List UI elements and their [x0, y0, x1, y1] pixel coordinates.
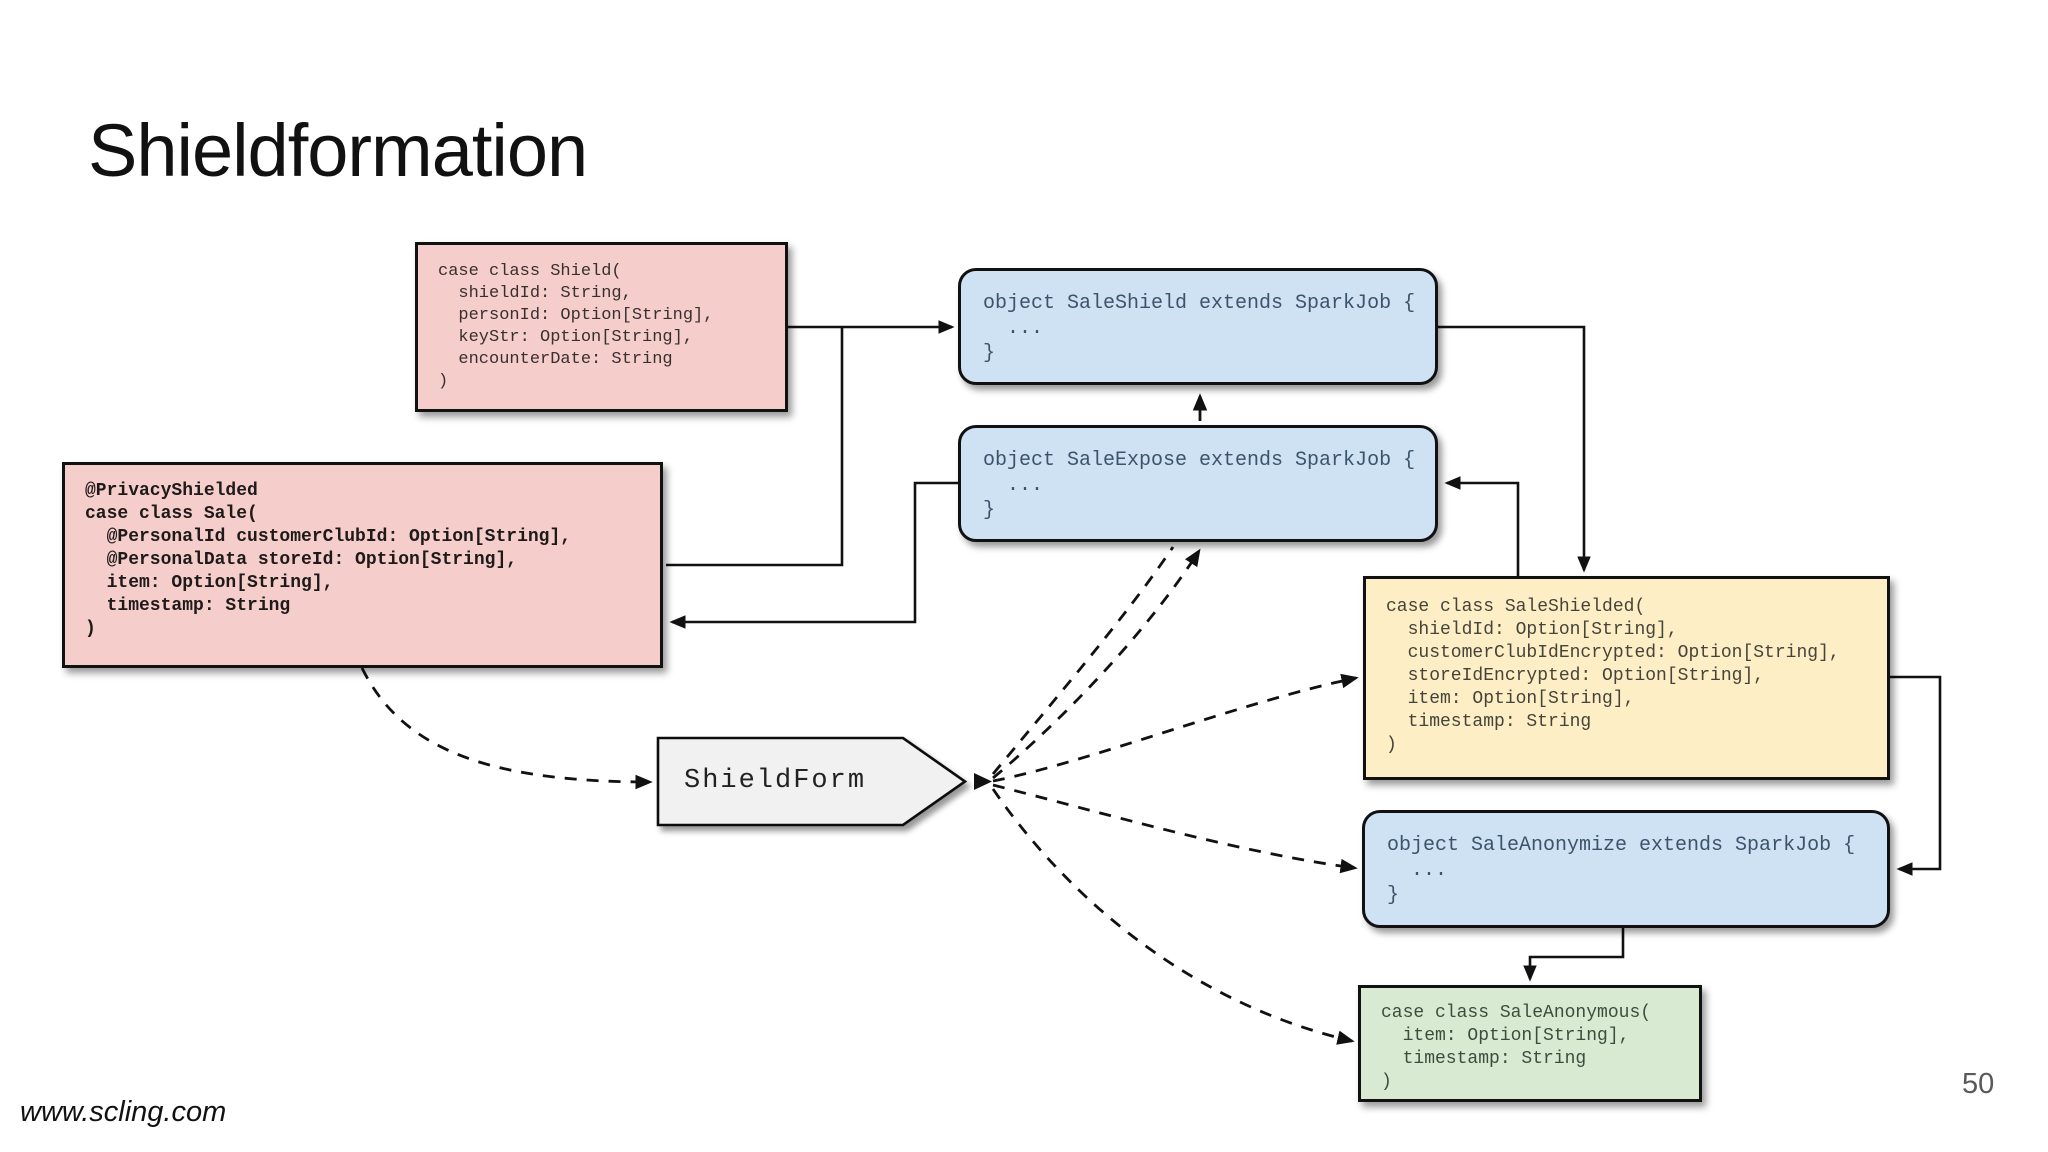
code-line: ...	[983, 317, 1044, 340]
code-line: timestamp: String	[1381, 1049, 1587, 1069]
code-line: case class SaleAnonymous(	[1381, 1003, 1652, 1023]
dashed-shieldform-to-saleexpose	[992, 548, 1201, 780]
shieldform-shape	[656, 736, 968, 827]
saleexpose-sparkjob-box: object SaleExpose extends SparkJob { ...…	[958, 425, 1438, 542]
code-line: }	[983, 499, 996, 522]
code-line: )	[1381, 1072, 1392, 1092]
code-line: }	[983, 342, 996, 365]
line-sale-to-junction	[666, 327, 844, 567]
code-line: @PrivacyShielded	[85, 481, 258, 501]
arrow-saleanonymize-to-saleanonymous	[1523, 928, 1625, 982]
code-line: timestamp: String	[85, 596, 291, 616]
code-line: @PersonalData storeId: Option[String],	[85, 550, 518, 570]
arrow-saleshielded-to-saleanonymize	[1890, 675, 1942, 876]
saleanonymize-sparkjob-box: object SaleAnonymize extends SparkJob { …	[1362, 810, 1890, 928]
code-line: object SaleShield extends SparkJob {	[983, 292, 1416, 315]
slide-page-number: 50	[1962, 1068, 1995, 1100]
code-line: case class SaleShielded(	[1386, 597, 1646, 617]
code-line: encounterDate: String	[438, 350, 673, 369]
saleshielded-case-class-box: case class SaleShielded( shieldId: Optio…	[1363, 576, 1890, 780]
dashed-shieldform-to-saleanonymous	[991, 788, 1355, 1045]
saleshield-sparkjob-box: object SaleShield extends SparkJob { ...…	[958, 268, 1438, 385]
shield-case-class-box: case class Shield( shieldId: String, per…	[415, 242, 788, 412]
arrow-saleexpose-to-sale	[669, 481, 958, 629]
code-line: keyStr: Option[String],	[438, 328, 694, 347]
code-line: item: Option[String],	[1381, 1026, 1630, 1046]
dashed-sale-to-shieldform	[360, 667, 653, 790]
code-line: storeIdEncrypted: Option[String],	[1386, 666, 1765, 686]
code-line: case class Shield(	[438, 262, 622, 281]
code-line: shieldId: Option[String],	[1386, 620, 1678, 640]
code-line: object SaleAnonymize extends SparkJob {	[1387, 834, 1856, 857]
dashed-shieldform-to-saleshielded	[992, 673, 1359, 783]
arrow-saleshield-to-saleshielded	[1438, 325, 1591, 573]
code-line: item: Option[String],	[85, 573, 334, 593]
shieldform-label: ShieldForm	[684, 766, 867, 796]
code-line: )	[85, 619, 96, 639]
code-line: item: Option[String],	[1386, 689, 1635, 709]
code-line: customerClubIdEncrypted: Option[String],	[1386, 643, 1840, 663]
code-line: )	[438, 372, 449, 391]
code-line: object SaleExpose extends SparkJob {	[983, 449, 1416, 472]
code-line: )	[1386, 735, 1397, 755]
sale-case-class-box: @PrivacyShielded case class Sale( @Person…	[62, 462, 663, 668]
slide-title: Shieldformation	[88, 109, 588, 192]
code-line: @PersonalId customerClubId: Option[Strin…	[85, 527, 572, 547]
code-line: shieldId: String,	[438, 284, 632, 303]
dashed-shieldform-under-saleexpose	[991, 546, 1175, 775]
code-line: ...	[1387, 859, 1448, 882]
code-line: personId: Option[String],	[438, 306, 714, 325]
arrow-saleshielded-to-saleexpose	[1444, 476, 1520, 576]
saleanonymous-case-class-box: case class SaleAnonymous( item: Option[S…	[1358, 985, 1702, 1102]
dashed-shieldform-to-saleanonymize	[992, 783, 1358, 874]
footer-url: www.scling.com	[20, 1096, 227, 1128]
code-line: case class Sale(	[85, 504, 258, 524]
code-line: ...	[983, 474, 1044, 497]
shieldform-tip-arrowhead	[974, 773, 992, 790]
code-line: }	[1387, 884, 1400, 907]
code-line: timestamp: String	[1386, 712, 1592, 732]
